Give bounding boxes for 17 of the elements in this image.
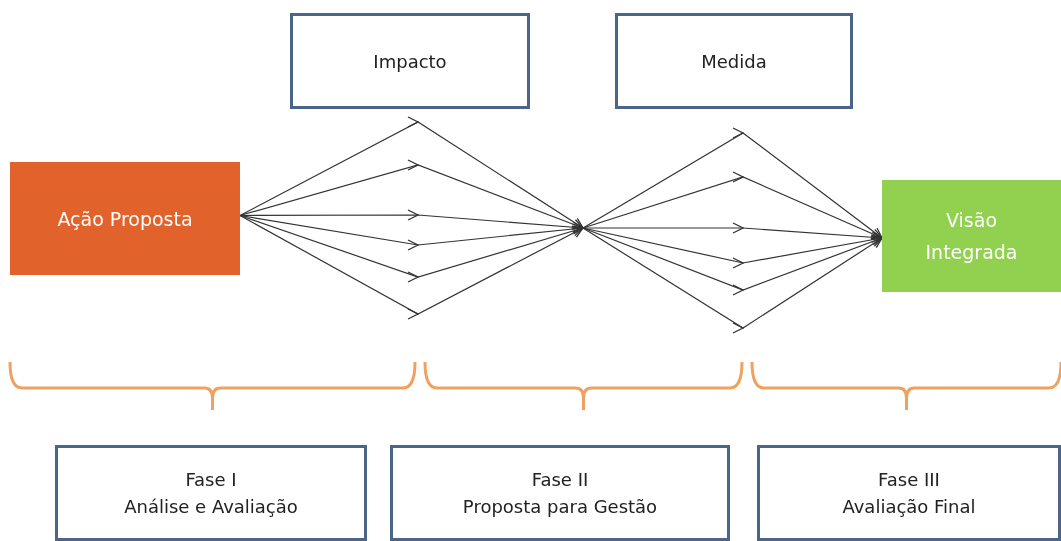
phase-title: Fase I [185, 468, 237, 492]
process-box: Medida [615, 13, 853, 109]
phase-title: Fase II [531, 468, 589, 492]
phase-box [757, 445, 1061, 541]
start-box: Ação Proposta [10, 162, 240, 275]
result-box: Visão Integrada [882, 180, 1061, 292]
arrow [582, 127, 883, 239]
phase-description: Proposta para Gestão [462, 495, 658, 519]
process-box: Impacto [290, 13, 530, 109]
phase-description: Análise e Avaliação [124, 495, 298, 519]
arrow [582, 227, 883, 296]
phase-title: Fase III [878, 468, 940, 492]
arrow [239, 214, 584, 320]
arrow [582, 227, 883, 334]
phase-box [390, 445, 730, 541]
phase-description: Avaliação Final [842, 495, 976, 519]
phase-box [55, 445, 367, 541]
